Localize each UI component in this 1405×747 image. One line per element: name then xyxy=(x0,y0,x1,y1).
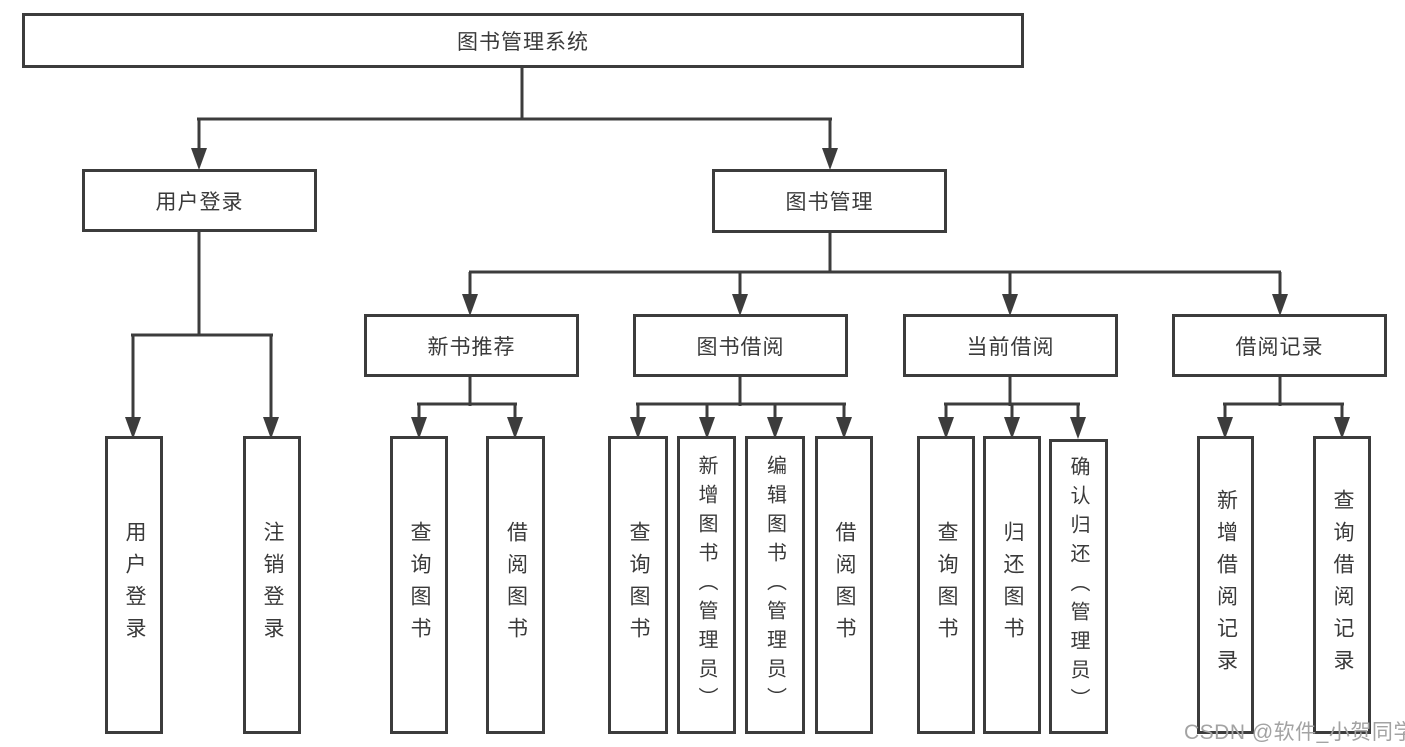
node-book-borrow: 图书借阅 xyxy=(633,314,848,377)
node-current-borrow-label: 当前借阅 xyxy=(966,335,1055,359)
leaf-query-book-current-label: 查询图书 xyxy=(935,521,958,649)
leaf-logout-label: 注销登录 xyxy=(261,521,284,649)
arrowheads xyxy=(125,148,1350,439)
leaf-query-book-borrow: 查询图书 xyxy=(608,436,668,734)
node-new-book-recommend-label: 新书推荐 xyxy=(427,335,516,359)
leaf-confirm-return-admin-label: 确认归还（管理员） xyxy=(1067,456,1089,717)
node-root-label: 图书管理系统 xyxy=(457,30,589,54)
leaf-borrow-book-label: 借阅图书 xyxy=(833,521,856,649)
leaf-query-borrow-record-label: 查询借阅记录 xyxy=(1331,489,1354,681)
node-book-management: 图书管理 xyxy=(712,169,947,233)
node-current-borrow: 当前借阅 xyxy=(903,314,1118,377)
leaf-edit-book-admin: 编辑图书（管理员） xyxy=(745,436,805,734)
leaf-query-book-newbook-label: 查询图书 xyxy=(408,521,431,649)
leaf-return-book: 归还图书 xyxy=(983,436,1041,734)
node-user-login: 用户登录 xyxy=(82,169,317,232)
leaf-query-borrow-record: 查询借阅记录 xyxy=(1313,436,1371,734)
leaf-user-login-label: 用户登录 xyxy=(123,521,146,649)
leaf-user-login: 用户登录 xyxy=(105,436,163,734)
leaf-confirm-return-admin: 确认归还（管理员） xyxy=(1049,439,1108,734)
leaf-add-borrow-record-label: 新增借阅记录 xyxy=(1214,489,1238,681)
node-new-book-recommend: 新书推荐 xyxy=(364,314,579,377)
leaf-add-book-admin-label: 新增图书（管理员） xyxy=(695,454,717,716)
node-borrow-record-label: 借阅记录 xyxy=(1235,335,1324,359)
leaf-add-book-admin: 新增图书（管理员） xyxy=(677,436,736,734)
leaf-logout: 注销登录 xyxy=(243,436,301,734)
node-book-borrow-label: 图书借阅 xyxy=(696,335,785,359)
node-borrow-record: 借阅记录 xyxy=(1172,314,1387,377)
leaf-return-book-label: 归还图书 xyxy=(1001,521,1024,649)
csdn-watermark: CSDN @软件_小贺同学 xyxy=(1184,721,1405,744)
leaf-borrow-book-newbook: 借阅图书 xyxy=(486,436,545,734)
node-root: 图书管理系统 xyxy=(22,13,1024,68)
leaf-borrow-book-newbook-label: 借阅图书 xyxy=(504,521,528,649)
leaf-query-book-newbook: 查询图书 xyxy=(390,436,448,734)
node-book-management-label: 图书管理 xyxy=(785,191,874,214)
leaf-query-book-current: 查询图书 xyxy=(917,436,975,734)
leaf-borrow-book: 借阅图书 xyxy=(815,436,873,734)
leaf-edit-book-admin-label: 编辑图书（管理员） xyxy=(763,454,786,716)
leaf-query-book-borrow-label: 查询图书 xyxy=(627,521,650,649)
node-user-login-label: 用户登录 xyxy=(155,190,244,214)
leaf-add-borrow-record: 新增借阅记录 xyxy=(1197,436,1254,734)
